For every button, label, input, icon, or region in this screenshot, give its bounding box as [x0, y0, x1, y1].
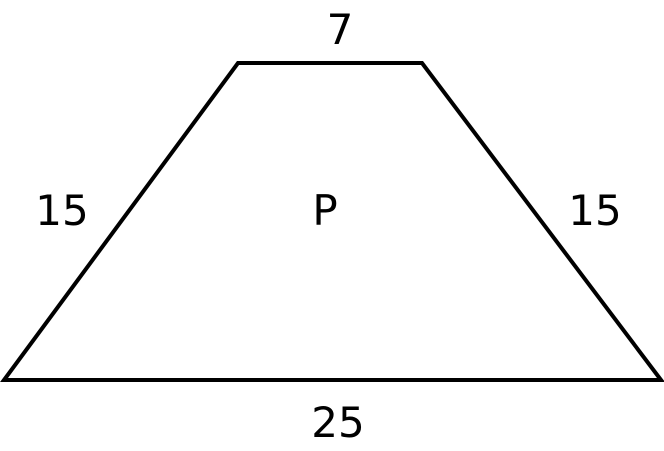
- trapezoid-p-outline: [0, 61, 664, 382]
- right-side-length-label: 15: [568, 186, 621, 235]
- bottom-side-length-label: 25: [311, 398, 364, 447]
- left-side-length-label: 15: [35, 186, 88, 235]
- top-side-length-label: 7: [327, 5, 354, 54]
- shape-name-label: P: [312, 186, 337, 235]
